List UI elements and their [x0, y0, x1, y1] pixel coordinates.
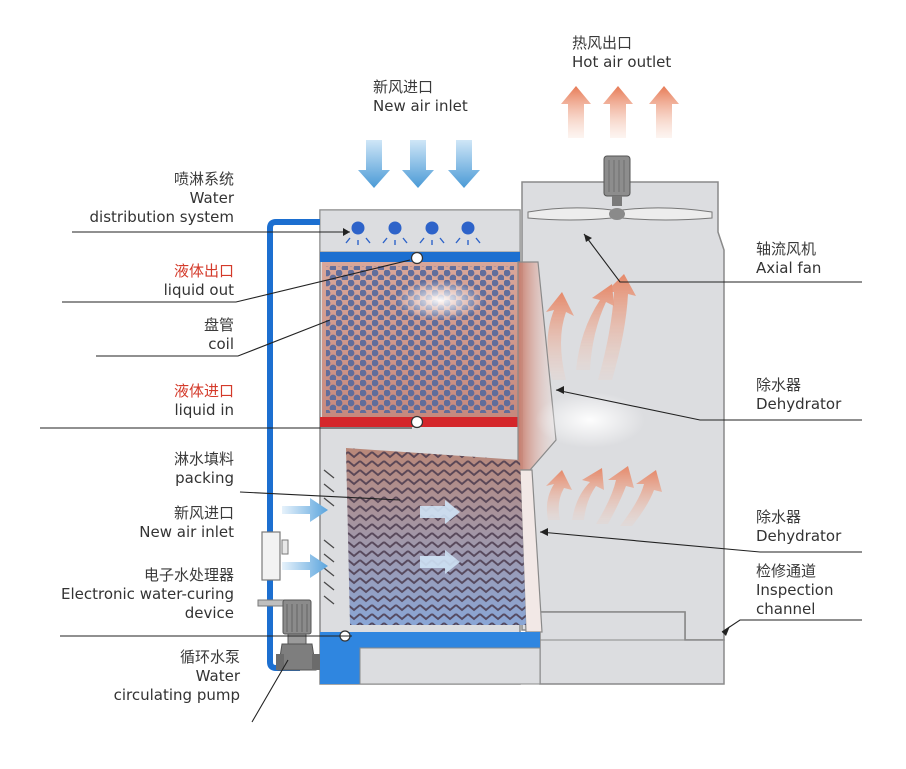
water-curing-en1: Electronic water-curing: [60, 585, 234, 603]
pump-zh: 循环水泵: [179, 648, 240, 666]
inspection-zh: 检修通道: [756, 562, 817, 580]
dehydrator-bottom-en: Dehydrator: [756, 527, 842, 545]
label-axial-fan: 轴流风机 Axial fan: [756, 240, 821, 278]
label-new-air-inlet-side: 新风进口 New air inlet: [139, 504, 234, 542]
water-distribution-zh: 喷淋系统: [173, 170, 234, 188]
label-new-air-inlet-top: 新风进口 New air inlet: [373, 78, 468, 116]
dehydrator-top-en: Dehydrator: [756, 395, 842, 413]
packing-airflow-arrows: [420, 500, 460, 574]
axial-fan-en: Axial fan: [756, 259, 822, 277]
new-air-inlet-top-en: New air inlet: [373, 97, 468, 115]
label-water-distribution: 喷淋系统 Water distribution system: [90, 170, 234, 227]
new-air-inlet-side-zh: 新风进口: [173, 504, 234, 522]
pump-en2: circulating pump: [113, 686, 240, 704]
water-curing-device: [261, 531, 281, 581]
coil-en: coil: [208, 335, 234, 353]
water-curing-en2: device: [184, 604, 234, 622]
axial-fan: [527, 155, 713, 221]
new-air-inlet-side-en: New air inlet: [139, 523, 234, 541]
coil-zh: 盘管: [203, 316, 234, 334]
water-riser-pipe: [267, 219, 320, 671]
liquid-in-zh: 液体进口: [173, 382, 234, 400]
dehydrator-top-zh: 除水器: [756, 376, 802, 394]
inspection-en2: channel: [756, 600, 816, 618]
label-pump: 循环水泵 Water circulating pump: [114, 648, 240, 705]
liquid-out-en: liquid out: [163, 281, 234, 299]
label-dehydrator-top: 除水器 Dehydrator: [756, 376, 841, 414]
new-air-inlet-arrows: [358, 140, 480, 188]
spray-nozzles: [345, 221, 481, 245]
pump-en1: Water: [195, 667, 240, 685]
inspection-en1: Inspection: [756, 581, 834, 599]
liquid-in-en: liquid in: [174, 401, 235, 419]
label-packing: 淋水填料 packing: [174, 450, 234, 488]
label-water-curing: 电子水处理器 Electronic water-curing device: [61, 566, 234, 623]
hot-air-outlet-en: Hot air outlet: [572, 53, 672, 71]
side-air-inlet-arrows: [282, 498, 328, 578]
label-liquid-out: 液体出口 liquid out: [164, 262, 234, 300]
hot-air-flow-arrows: [546, 274, 662, 526]
water-distribution-en1: Water: [189, 189, 234, 207]
spray-header: [319, 209, 521, 253]
water-curing-zh: 电子水处理器: [143, 566, 234, 584]
water-basin: [320, 632, 540, 684]
liquid-out-zh: 液体出口: [173, 262, 234, 280]
hot-air-outlet-zh: 热风出口: [572, 34, 633, 52]
dehydrator-bottom-zh: 除水器: [756, 508, 802, 526]
label-hot-air-outlet: 热风出口 Hot air outlet: [572, 34, 671, 72]
axial-fan-zh: 轴流风机: [756, 240, 817, 258]
packing-en: packing: [175, 469, 234, 487]
air-inlet-louvers: [323, 469, 335, 605]
packing-zh: 淋水填料: [173, 450, 234, 468]
new-air-inlet-top-zh: 新风进口: [373, 78, 434, 96]
hot-air-outlet-arrows: [561, 86, 679, 138]
label-inspection: 检修通道 Inspection channel: [756, 562, 833, 619]
label-dehydrator-bottom: 除水器 Dehydrator: [756, 508, 841, 546]
label-liquid-in: 液体进口 liquid in: [174, 382, 234, 420]
label-coil: 盘管 coil: [204, 316, 234, 354]
water-distribution-en2: distribution system: [89, 208, 234, 226]
circulating-pump: [276, 599, 320, 671]
